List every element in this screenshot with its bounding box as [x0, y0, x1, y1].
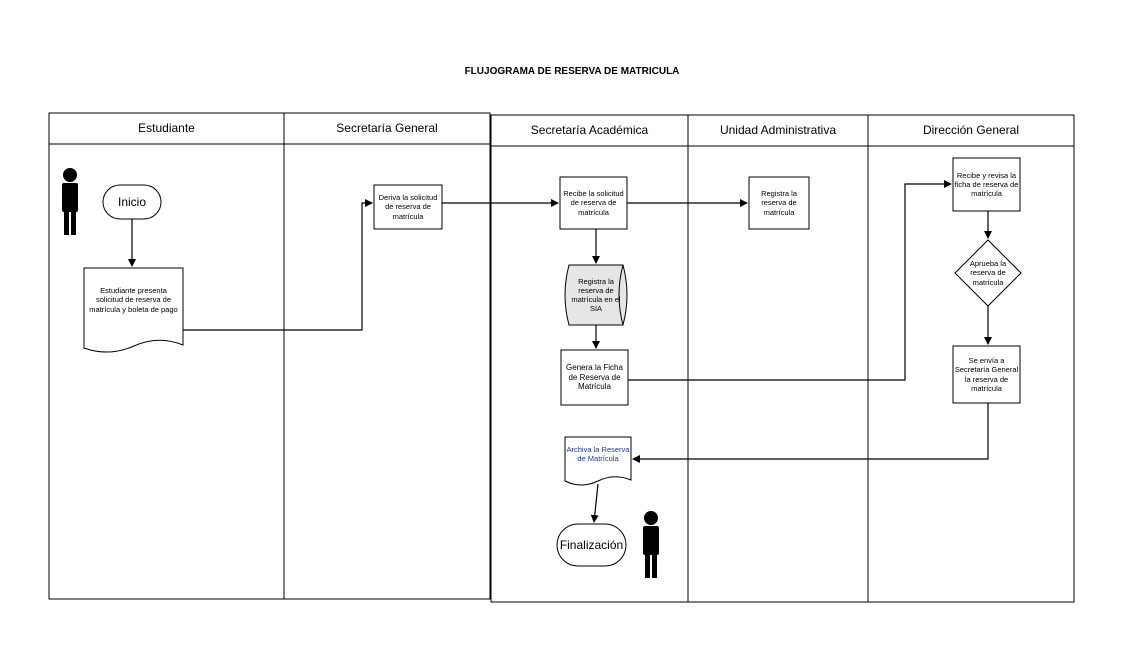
stored-data-shape-edge [618, 264, 624, 326]
person-icon [62, 168, 78, 235]
arrow-genera-direccion [628, 180, 952, 381]
arrow-envia-archiva [632, 403, 989, 463]
end-terminator [556, 523, 627, 567]
end-label: Finalización [559, 537, 624, 552]
process-box-recibe [559, 176, 628, 230]
document-shape-archiva [564, 436, 632, 486]
aprueba-label: Aprueba la reserva de matrícula [969, 259, 1007, 287]
envia-label: Se envía a Secretaría General la reserva… [954, 356, 1019, 393]
registra-ua-label: Registra la reserva de matrícula [761, 189, 797, 217]
process-box-envia [952, 345, 1021, 404]
archiva-label: Archiva la Reserva de Matrícula [566, 444, 630, 463]
genera-ficha-label: Genera la Ficha de Reserva de Matrícula [566, 362, 623, 392]
swimlane-group-right [490, 114, 1075, 603]
estudiante-presenta-label: Estudiante presenta solicitud de reserva… [89, 286, 178, 314]
arrow-estudiante-deriva [183, 199, 373, 331]
registra-sia-label: Registra la reserva de matrícula en el S… [571, 276, 621, 314]
process-box-ua [748, 176, 810, 230]
process-box-deriva [373, 184, 443, 230]
lane-title-secretaria-academica: Secretaría Académica [530, 123, 649, 138]
process-box-recibe-revisa [952, 157, 1021, 212]
lane-title-unidad-administrativa: Unidad Administrativa [719, 123, 837, 138]
swimlane-group-left [48, 112, 491, 600]
diagram-title: FLUJOGRAMA DE RESERVA DE MATRICULA [464, 66, 680, 77]
recibe-solicitud-label: Recibe la solicitud de reserva de matríc… [563, 189, 624, 217]
person-icon [643, 511, 659, 578]
deriva-label: Deriva la solicitud de reserva de matríc… [378, 193, 438, 221]
swimlane-frame-left [48, 112, 491, 600]
document-shape-estudiante [83, 267, 184, 353]
swimlane-frame-right [490, 114, 1075, 603]
process-box-genera [560, 349, 629, 406]
arrow-archiva-fin [590, 483, 599, 523]
lane-title-secretaria-general: Secretaría General [336, 121, 438, 136]
start-label: Inicio [117, 194, 146, 209]
lane-title-direccion-general: Dirección General [922, 123, 1020, 138]
lane-title-estudiante: Estudiante [138, 121, 195, 136]
recibe-revisa-label: Recibe y revisa la ficha de reserva de m… [954, 170, 1019, 199]
